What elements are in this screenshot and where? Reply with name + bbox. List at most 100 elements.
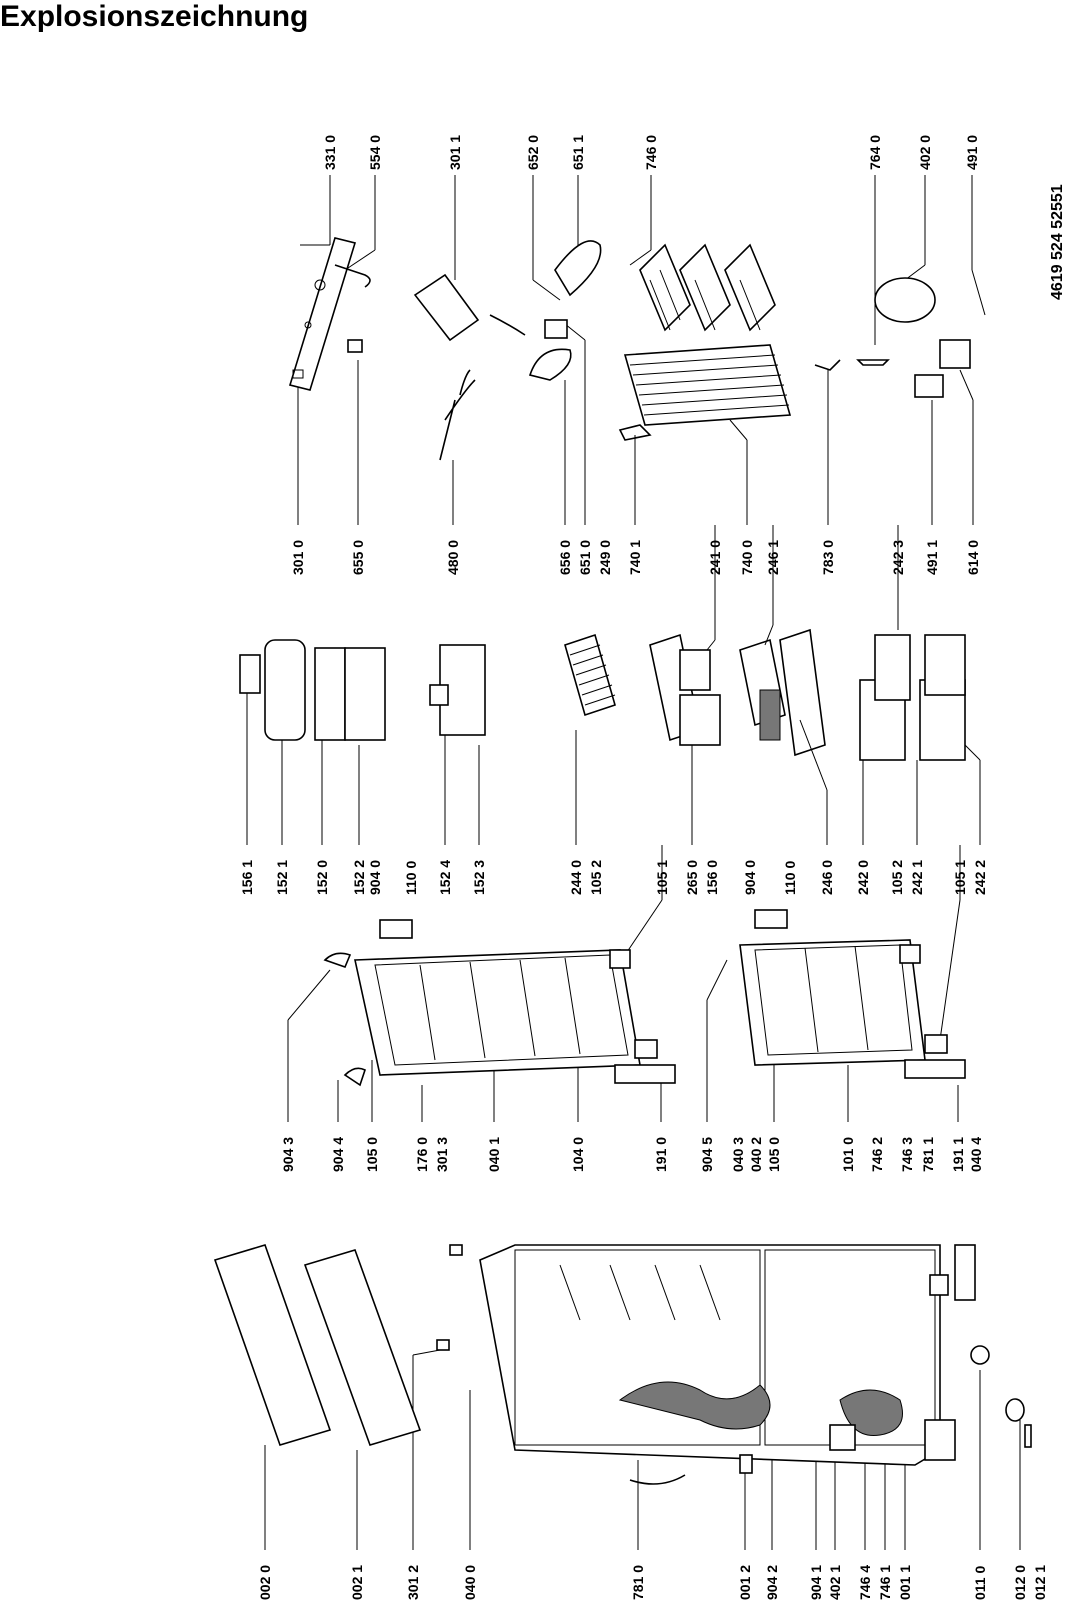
labels-top-row: 331 0 554 0 301 1 652 0 651 1 746 0 764 … [322, 135, 980, 170]
part-hinge-4 [899, 944, 921, 964]
part-rear-bracket [954, 1244, 976, 1301]
label-651-0: 651 0 [577, 540, 593, 575]
label-105-2-b: 105 2 [889, 860, 905, 895]
label-746-1: 746 1 [877, 1565, 893, 1600]
part-hinge-cover-top-1 [379, 919, 413, 939]
part-rail-bracket [924, 1419, 956, 1461]
part-hinge-3 [609, 949, 631, 969]
label-156-1: 156 1 [239, 860, 255, 895]
label-012-1: 012 1 [1032, 1565, 1048, 1600]
label-656-0: 656 0 [557, 540, 573, 575]
label-783-0: 783 0 [820, 540, 836, 575]
part-clip [347, 339, 363, 353]
label-242-2: 242 2 [972, 860, 988, 895]
labels-doors: 904 3 904 4 105 0 176 0 301 3 040 1 104 … [280, 1137, 984, 1172]
label-480-0: 480 0 [445, 540, 461, 575]
label-105-0-b: 105 0 [766, 1137, 782, 1172]
part-cable-clip [436, 1339, 450, 1351]
label-781-1: 781 1 [920, 1137, 936, 1172]
label-781-0: 781 0 [630, 1565, 646, 1600]
label-301-2: 301 2 [405, 1565, 421, 1600]
label-012-0: 012 0 [1012, 1565, 1028, 1600]
label-002-1: 002 1 [349, 1565, 365, 1600]
label-746-0: 746 0 [643, 135, 659, 170]
label-242-0: 242 0 [855, 860, 871, 895]
label-001-2: 001 2 [737, 1565, 753, 1600]
label-104-0: 104 0 [570, 1137, 586, 1172]
part-wire-shelf [564, 633, 616, 717]
label-904-4: 904 4 [330, 1137, 346, 1172]
part-hinge-2 [924, 1034, 948, 1054]
label-331-0: 331 0 [322, 135, 338, 170]
part-lamp-cable [334, 264, 371, 288]
label-040-0: 040 0 [462, 1565, 478, 1600]
part-door-shelf-1 [264, 639, 306, 741]
part-compressor [874, 277, 936, 323]
part-door-shelf-3 [344, 647, 386, 741]
part-shelf-frame-1 [739, 638, 786, 727]
label-652-0: 652 0 [525, 135, 541, 170]
part-cover-panel [413, 273, 480, 342]
labels-accessories: 156 1 152 1 152 0 152 2 904 0 110 0 152 … [239, 860, 988, 895]
label-176-0: 176 0 [414, 1137, 430, 1172]
part-evaporator-plates [639, 243, 776, 332]
part-door-seal-bottom-1 [614, 1064, 676, 1084]
label-746-2: 746 2 [869, 1137, 885, 1172]
part-worktop [213, 1244, 332, 1446]
part-thermostat-knob [829, 1424, 856, 1451]
label-904-0-a: 904 0 [367, 860, 383, 895]
label-651-1: 651 1 [570, 135, 586, 170]
part-thermostat-housing [528, 348, 572, 381]
part-capillary [814, 359, 841, 371]
label-152-1: 152 1 [274, 860, 290, 895]
label-614-0: 614 0 [965, 540, 981, 575]
part-wiring-harness [439, 369, 476, 461]
part-handle-cap [323, 952, 352, 969]
page-title: Explosionszeichnung [0, 0, 309, 33]
part-relay-cover [914, 374, 944, 398]
part-cabinet [479, 1244, 941, 1466]
part-egg-tray [239, 654, 261, 694]
label-402-0: 402 0 [917, 135, 933, 170]
part-door-seal-bottom-2 [904, 1059, 966, 1079]
part-wire [489, 314, 526, 336]
label-265-0: 265 0 [684, 860, 700, 895]
part-bottle-holder [429, 684, 449, 706]
part-relay [939, 339, 971, 369]
label-301-1: 301 1 [447, 135, 463, 170]
label-105-0-a: 105 0 [364, 1137, 380, 1172]
label-904-3: 904 3 [280, 1137, 296, 1172]
part-leveling-foot [739, 1454, 753, 1474]
part-condenser [623, 344, 792, 426]
label-904-0-b: 904 0 [742, 860, 758, 895]
part-freezer-door [739, 939, 926, 1066]
label-249-0: 249 0 [597, 540, 613, 575]
part-hinge-cover-top-2 [754, 909, 788, 929]
label-904-1: 904 1 [808, 1565, 824, 1600]
label-740-0: 740 0 [739, 540, 755, 575]
label-152-0: 152 0 [314, 860, 330, 895]
label-301-0: 301 0 [290, 540, 306, 575]
part-handle [343, 1067, 366, 1087]
part-pin [1024, 1424, 1032, 1448]
part-cover-cap [449, 1244, 463, 1256]
label-001-1: 001 1 [897, 1565, 913, 1600]
label-244-0: 244 0 [568, 860, 584, 895]
part-drain-hose [629, 1474, 686, 1485]
label-554-0: 554 0 [367, 135, 383, 170]
label-002-0: 002 0 [257, 1565, 273, 1600]
labels-cooling: 301 0 655 0 480 0 656 0 651 0 249 0 740 … [290, 540, 981, 575]
part-crisper-lid-1 [874, 634, 911, 701]
label-301-3: 301 3 [434, 1137, 450, 1172]
label-040-2: 040 2 [748, 1137, 764, 1172]
part-filter-dryer [856, 359, 890, 366]
part-control-panel [288, 237, 357, 391]
label-110-0-a: 110 0 [403, 861, 419, 895]
label-242-1: 242 1 [909, 860, 925, 895]
label-152-2: 152 2 [351, 860, 367, 895]
label-402-1: 402 1 [827, 1565, 843, 1600]
part-lamp-cover [554, 240, 602, 297]
part-worktop-frame [303, 1249, 422, 1446]
part-ice-cube-tray-2 [679, 694, 721, 746]
label-491-1: 491 1 [924, 540, 940, 575]
